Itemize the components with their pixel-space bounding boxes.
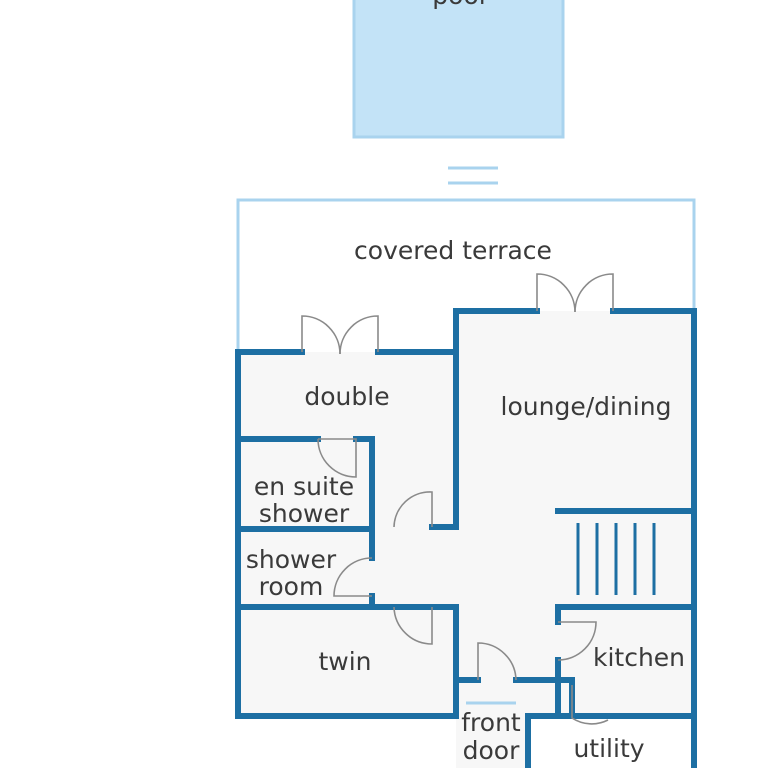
- label-lounge-dining: lounge/dining: [501, 392, 672, 421]
- label-utility: utility: [573, 734, 644, 763]
- label-en-suite-line2: shower: [259, 499, 350, 528]
- label-shower-room-line1: shower: [246, 545, 337, 574]
- label-kitchen: kitchen: [593, 643, 685, 672]
- pool: [352, 0, 565, 139]
- door-double-hall[interactable]: [393, 491, 433, 528]
- label-en-suite-line1: en suite: [254, 472, 354, 501]
- label-pool: pool: [432, 0, 485, 10]
- interior-floor: [238, 311, 694, 768]
- label-front-door-line1: front: [461, 708, 521, 737]
- door-twin[interactable]: [393, 606, 433, 645]
- label-double: double: [304, 382, 389, 411]
- door-utility[interactable]: [571, 685, 609, 725]
- door-front[interactable]: [477, 642, 517, 681]
- covered-terrace-outline: [236, 198, 696, 352]
- door-lounge-terrace[interactable]: [536, 273, 614, 313]
- label-twin: twin: [318, 647, 371, 676]
- door-double-terrace[interactable]: [301, 315, 379, 355]
- label-shower-room-line2: room: [259, 572, 324, 601]
- door-shower-room[interactable]: [333, 557, 373, 597]
- label-front-door-line2: door: [463, 736, 520, 765]
- staircase: [576, 523, 656, 595]
- door-en-suite[interactable]: [317, 438, 357, 478]
- door-kitchen[interactable]: [557, 621, 597, 661]
- label-covered-terrace: covered terrace: [354, 236, 552, 265]
